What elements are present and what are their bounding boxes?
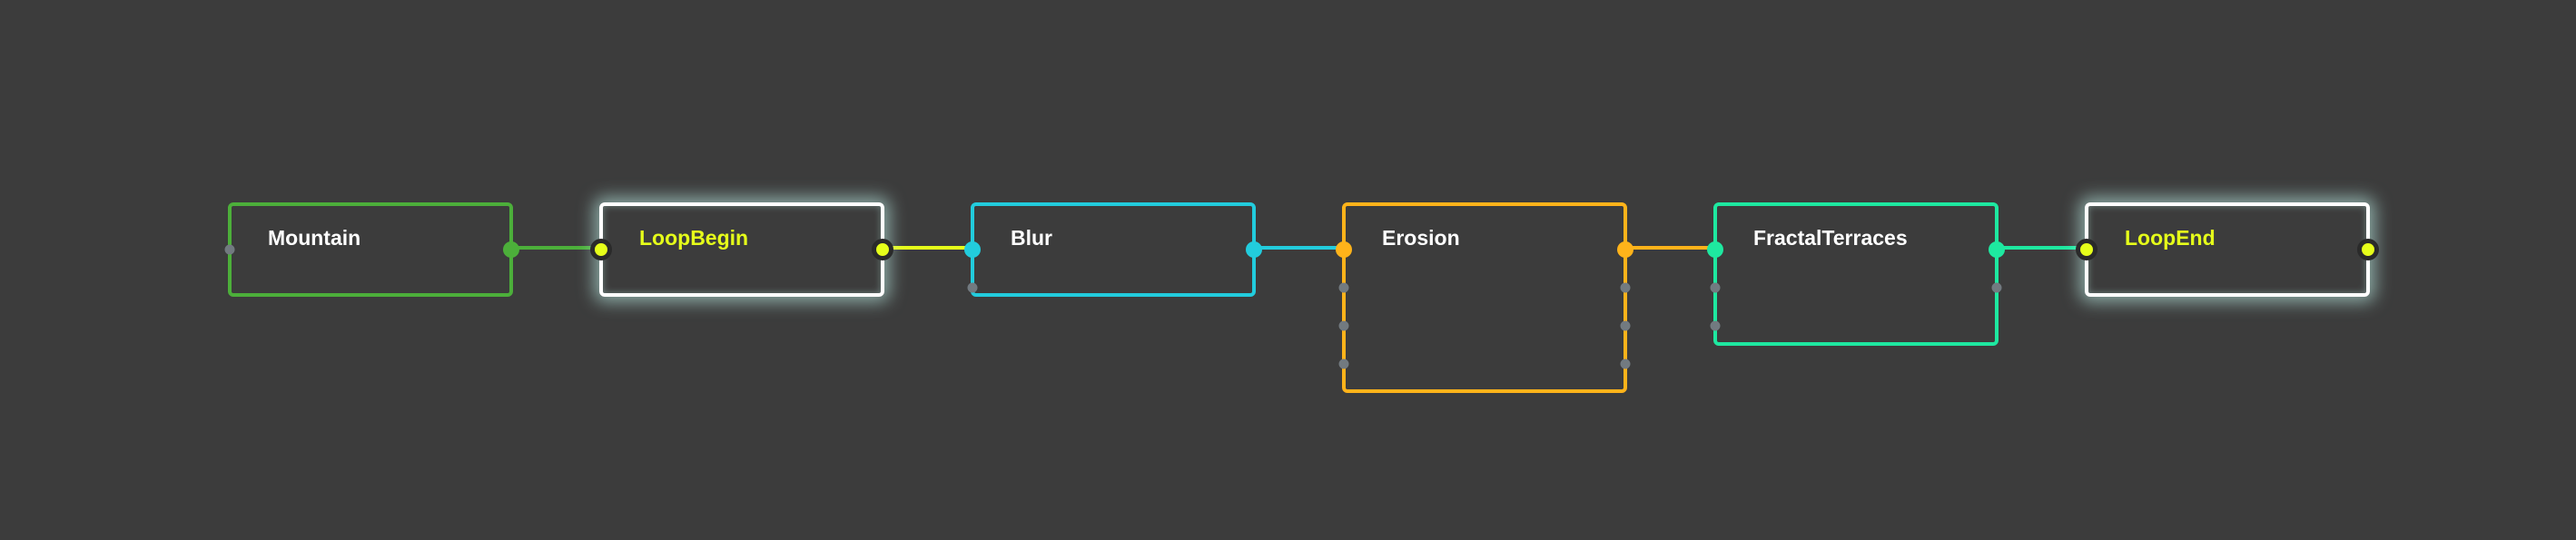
input-port[interactable] [964, 241, 981, 258]
extra-input-port[interactable] [1710, 282, 1721, 293]
input-port[interactable] [224, 244, 235, 255]
node-loopbegin[interactable]: LoopBegin [590, 202, 893, 297]
node-loopend[interactable]: LoopEnd [2076, 202, 2379, 297]
output-port[interactable] [1989, 241, 2005, 258]
extra-output-port[interactable] [1620, 320, 1631, 331]
extra-input-port[interactable] [967, 282, 978, 293]
node-title: LoopEnd [2125, 226, 2216, 250]
node-erosion[interactable]: Erosion [1336, 202, 1633, 393]
extra-input-port[interactable] [1338, 320, 1349, 331]
input-port[interactable] [1336, 241, 1352, 258]
output-port[interactable] [872, 239, 893, 260]
node-mountain[interactable]: Mountain [224, 202, 519, 297]
extra-input-port[interactable] [1338, 282, 1349, 293]
node-fractalterraces[interactable]: FractalTerraces [1707, 202, 2005, 346]
extra-input-port[interactable] [1338, 358, 1349, 369]
output-port[interactable] [2357, 239, 2379, 260]
extra-output-port[interactable] [1620, 282, 1631, 293]
node-title: Erosion [1382, 226, 1460, 250]
node-title: LoopBegin [639, 226, 749, 250]
input-port[interactable] [2076, 239, 2097, 260]
output-port[interactable] [503, 241, 519, 258]
node-title: Blur [1011, 226, 1052, 250]
input-port[interactable] [590, 239, 612, 260]
output-port[interactable] [1246, 241, 1262, 258]
node-blur[interactable]: Blur [964, 202, 1262, 297]
extra-output-port[interactable] [1620, 358, 1631, 369]
extra-output-port[interactable] [1991, 282, 2002, 293]
extra-input-port[interactable] [1710, 320, 1721, 331]
node-title: FractalTerraces [1753, 226, 1908, 250]
input-port[interactable] [1707, 241, 1723, 258]
node-title: Mountain [268, 226, 361, 250]
output-port[interactable] [1617, 241, 1633, 258]
